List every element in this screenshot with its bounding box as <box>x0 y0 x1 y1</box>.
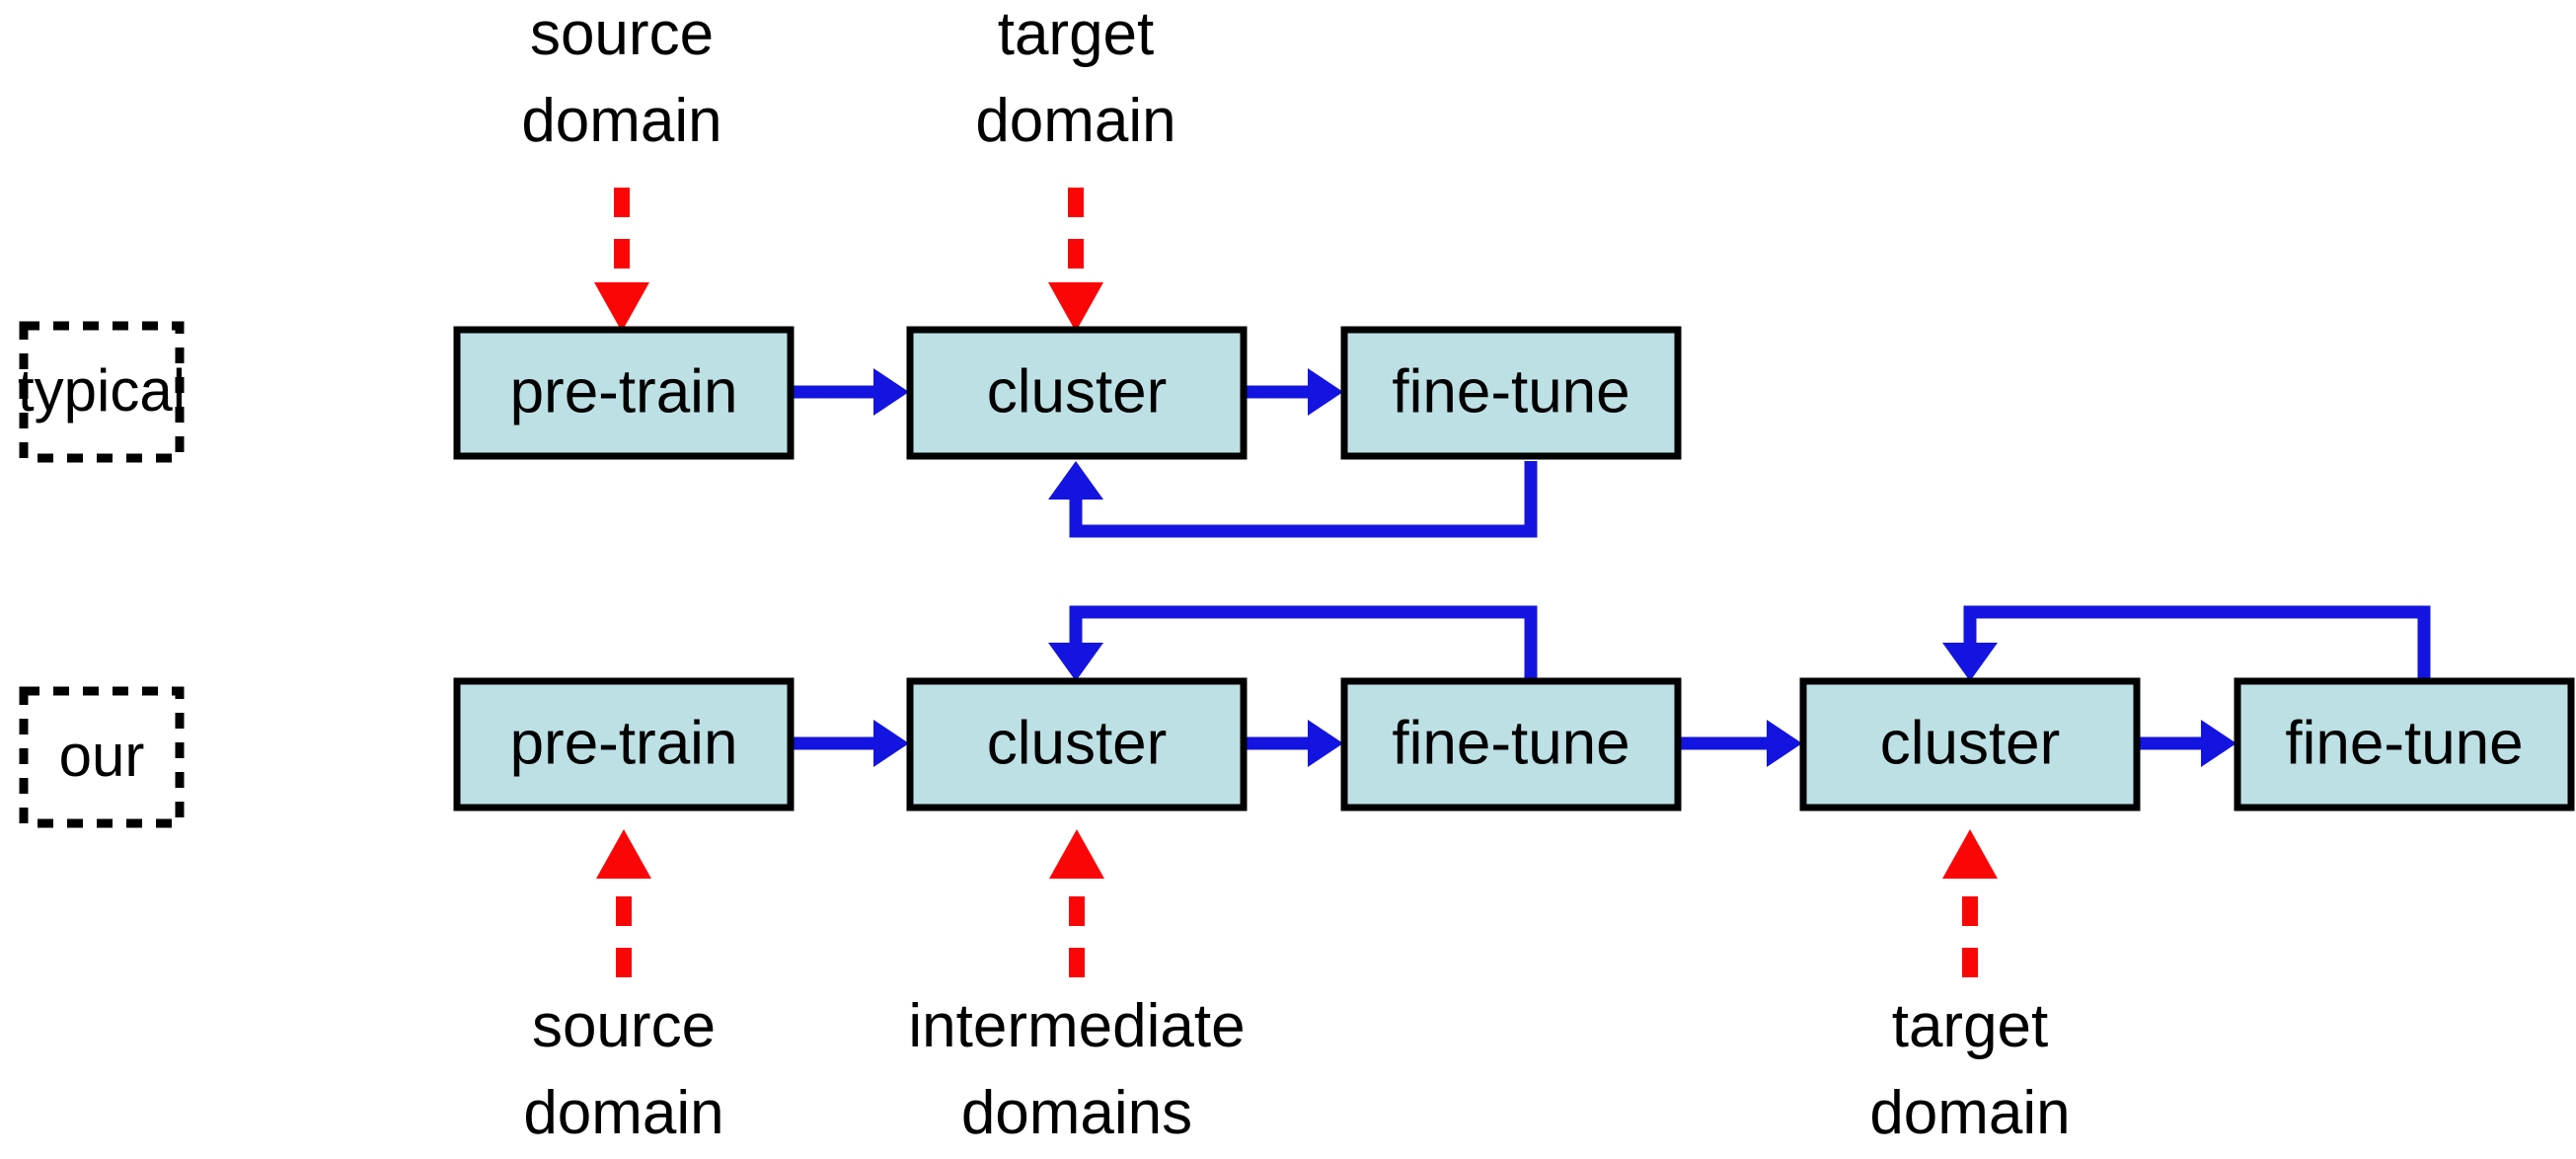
caption-line-2: domains <box>961 1079 1192 1147</box>
stage-box-cluster-typical[interactable]: cluster <box>906 326 1248 460</box>
stage-box-label: pre-train <box>510 357 738 425</box>
caption-line-2: domain <box>975 87 1175 155</box>
stage-box-fine-tune-our-2[interactable]: fine-tune <box>2234 677 2575 811</box>
flow-arrow-finetune-to-cluster2-our <box>1680 720 1802 767</box>
stage-box-label: cluster <box>1880 709 2061 777</box>
flow-arrow-cluster-to-finetune-our <box>1246 720 1343 767</box>
stage-box-label: fine-tune <box>1392 357 1629 425</box>
stage-box-pre-train-typical[interactable]: pre-train <box>453 326 795 460</box>
stage-box-label: cluster <box>987 357 1168 425</box>
caption-line-1: source <box>532 992 716 1060</box>
data-arrow-source-to-pretrain-our <box>596 829 651 977</box>
caption-target-domain-top: target domain <box>975 0 1175 155</box>
stage-box-cluster-our-1[interactable]: cluster <box>906 677 1248 811</box>
flow-arrow-cluster-to-finetune-typical <box>1246 368 1343 416</box>
caption-line-1: source <box>530 0 714 68</box>
flow-arrow-feedback-our-second <box>1942 605 2431 681</box>
data-arrow-source-to-pretrain-typical <box>594 188 649 332</box>
flow-arrow-cluster2-to-finetune2-our <box>2140 720 2236 767</box>
stage-box-fine-tune-our-1[interactable]: fine-tune <box>1340 677 1682 811</box>
stage-box-pre-train-our[interactable]: pre-train <box>453 677 795 811</box>
row-tag-our-label: our <box>59 723 145 789</box>
stage-box-label: pre-train <box>510 709 738 777</box>
data-arrow-target-to-cluster2-our <box>1942 829 1998 977</box>
caption-line-1: intermediate <box>908 992 1245 1060</box>
flow-arrow-pretrain-to-cluster-typical <box>792 368 909 416</box>
row-tag-our: our <box>19 686 185 828</box>
flow-arrow-pretrain-to-cluster-our <box>792 720 909 767</box>
flow-arrow-feedback-typical <box>1048 461 1538 538</box>
caption-line-1: target <box>1892 992 2049 1060</box>
stage-box-fine-tune-typical[interactable]: fine-tune <box>1340 326 1682 460</box>
caption-target-domain-bottom: target domain <box>1869 992 2070 1147</box>
stage-box-label: cluster <box>987 709 1168 777</box>
caption-source-domain-bottom: source domain <box>523 992 723 1147</box>
caption-intermediate-domains-bottom: intermediate domains <box>908 992 1245 1147</box>
row-tag-typical-label: typical <box>18 357 186 424</box>
row-tag-typical: typical <box>18 321 186 463</box>
caption-source-domain-top: source domain <box>521 0 721 155</box>
data-arrow-target-to-cluster-typical <box>1048 188 1103 332</box>
caption-line-2: domain <box>523 1079 723 1147</box>
flow-arrow-feedback-our-first <box>1048 605 1538 681</box>
caption-line-2: domain <box>1869 1079 2070 1147</box>
stage-box-label: fine-tune <box>1392 709 1629 777</box>
data-arrow-intermediate-to-cluster-our <box>1049 829 1104 977</box>
caption-line-1: target <box>998 0 1155 68</box>
stage-box-label: fine-tune <box>2285 709 2523 777</box>
stage-box-cluster-our-2[interactable]: cluster <box>1799 677 2141 811</box>
caption-line-2: domain <box>521 87 721 155</box>
